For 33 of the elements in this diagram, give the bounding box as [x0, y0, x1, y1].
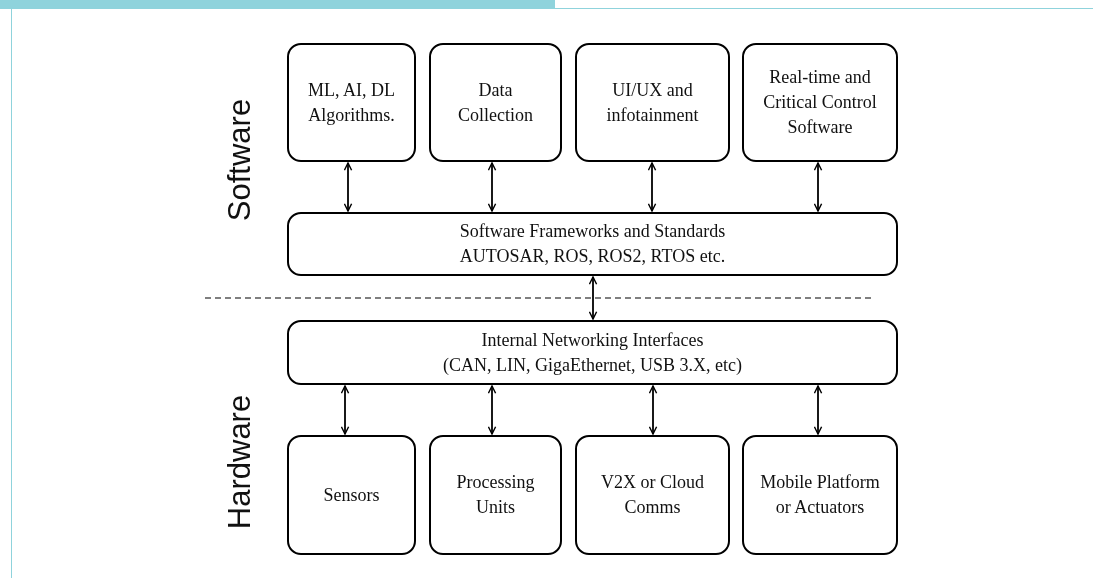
layer-label: Hardware	[220, 394, 258, 530]
double-arrow	[813, 385, 823, 435]
module-box	[287, 435, 416, 555]
layer-label: Software	[220, 98, 258, 222]
module-box	[429, 43, 562, 162]
node-text: AUTOSAR, ROS, ROS2, RTOS etc.	[459, 245, 726, 268]
double-arrow	[487, 385, 497, 435]
module-box	[742, 43, 898, 162]
node-text: Real-time and Critical Control Software	[762, 66, 878, 139]
module-box	[287, 43, 416, 162]
node-text: Sensors	[323, 483, 380, 507]
node-text: Internal Networking Interfaces	[481, 328, 704, 352]
module-box	[429, 435, 562, 555]
double-arrow	[648, 385, 658, 435]
layer-box	[287, 320, 898, 385]
double-arrow	[487, 162, 497, 212]
double-arrow	[343, 162, 353, 212]
node-text: Software Frameworks and Standards	[459, 220, 726, 243]
node-text: (CAN, LIN, GigaEthernet, USB 3.X, etc)	[443, 353, 742, 377]
node-text: V2X or Cloud Comms	[600, 471, 705, 519]
module-box	[742, 435, 898, 555]
double-arrow	[340, 385, 350, 435]
layer-box	[287, 212, 898, 276]
node-text: UI/UX and infotainment	[605, 78, 700, 127]
node-text: ML, AI, DL Algorithms.	[307, 78, 396, 127]
node-text: Processing Units	[455, 471, 536, 519]
module-box	[575, 435, 730, 555]
double-arrow	[813, 162, 823, 212]
node-text: Data Collection	[457, 78, 534, 127]
double-arrow	[588, 276, 598, 320]
module-box	[575, 43, 730, 162]
node-text: Mobile Platform or Actuators	[759, 471, 881, 519]
double-arrow	[647, 162, 657, 212]
